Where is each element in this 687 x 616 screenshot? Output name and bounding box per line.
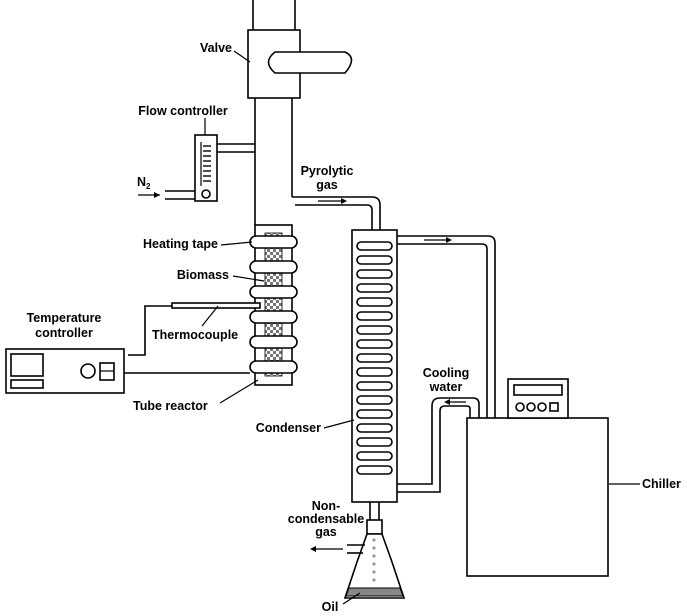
chiller [466,378,609,577]
label-thermocouple: Thermocouple [152,328,238,342]
biomass-bed [264,232,283,377]
condenser [351,229,398,520]
n2-inlet [138,190,195,200]
label-noncondensable-3: gas [315,525,337,539]
top-pipe [252,0,296,30]
label-noncondensable-2: condensable [288,512,364,526]
label-oil: Oil [322,600,339,614]
label-biomass: Biomass [177,268,229,282]
column-pipe [254,98,293,225]
leader-lines [201,50,640,605]
label-condenser: Condenser [256,421,321,435]
label-tube-reactor: Tube reactor [133,399,208,413]
label-cooling-water-1: Cooling [423,366,470,380]
label-cooling-water-2: water [429,380,463,394]
valve [247,29,353,99]
label-temperature-controller-2: controller [35,326,93,340]
label-n2: N2 [137,175,151,191]
temperature-controller [5,348,250,394]
label-valve: Valve [200,41,232,55]
heating-tape [249,235,298,374]
oil-flask [310,519,406,599]
label-heating-tape: Heating tape [143,237,218,251]
labels: Valve Flow controller N2 Pyrolytic gas H… [27,41,681,614]
cooling-water-loop [397,235,496,493]
label-pyrolytic-gas-1: Pyrolytic [301,164,354,178]
label-pyrolytic-gas-2: gas [316,178,338,192]
pyrolytic-gas-pipe [292,196,381,230]
label-chiller: Chiller [642,477,681,491]
flow-controller [194,134,255,202]
label-noncondensable-1: Non- [312,499,340,513]
label-flow-controller: Flow controller [138,104,228,118]
label-temperature-controller-1: Temperature [27,311,102,325]
